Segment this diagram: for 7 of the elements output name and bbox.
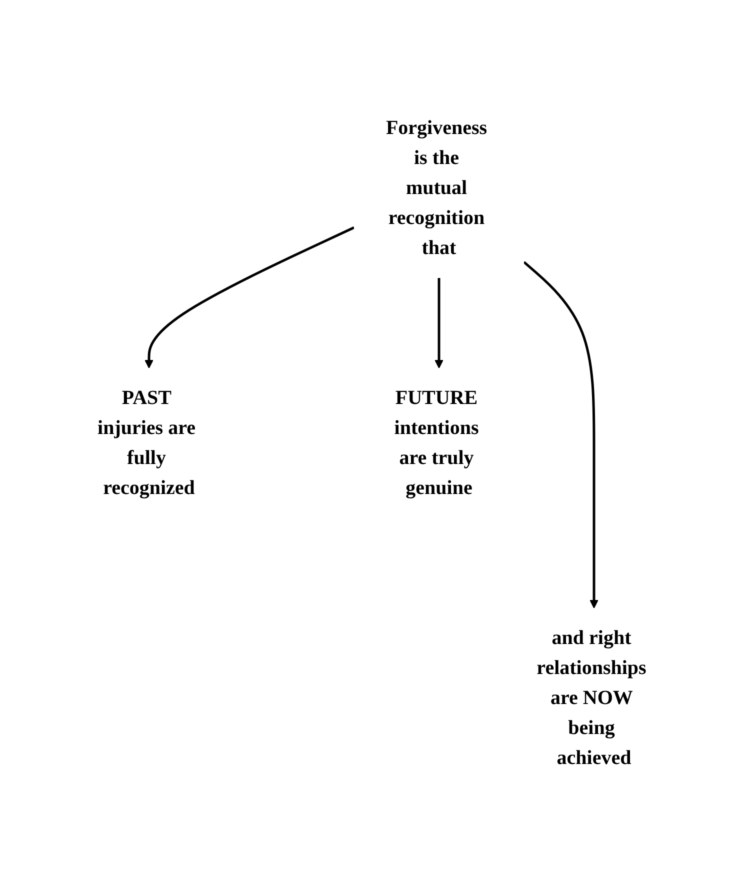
node-text: and right relationships are NOW being achieved	[537, 626, 647, 768]
arrow	[144, 226, 355, 368]
arrow	[434, 278, 444, 368]
arrow	[524, 260, 599, 608]
node-text: FUTURE intentions are truly genuine	[394, 386, 480, 498]
node-text: Forgiveness is the mutual recognition that	[386, 116, 488, 258]
node-text: PAST injuries are fully recognized	[98, 386, 196, 498]
